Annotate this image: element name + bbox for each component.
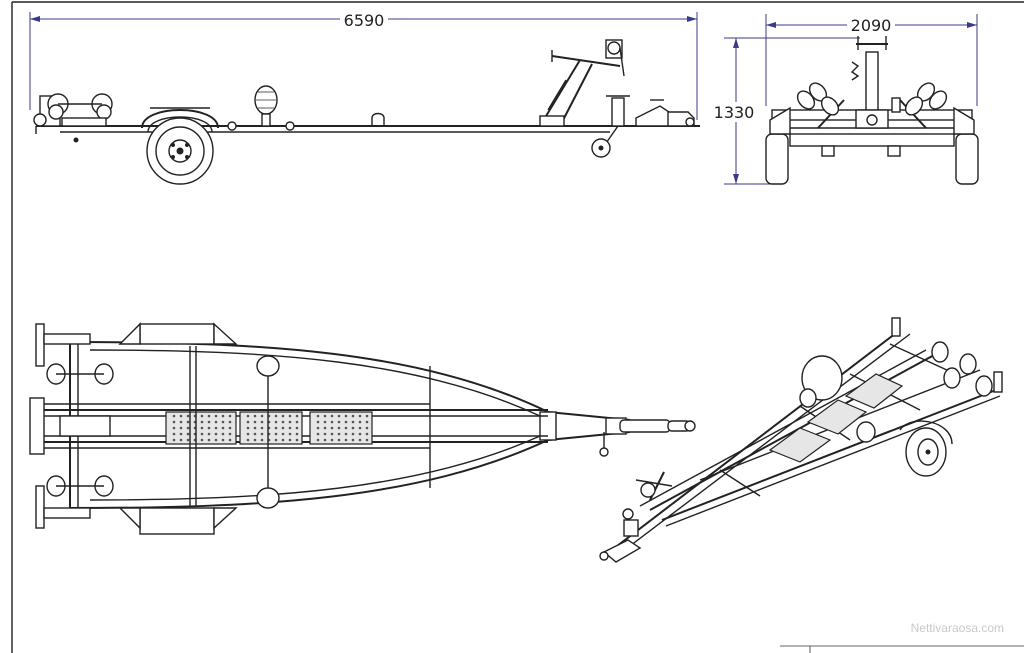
width-dimension-line — [765, 14, 978, 106]
isometric-view — [599, 317, 1003, 563]
front-right-rollers — [899, 82, 948, 129]
front-right-wheel — [955, 133, 979, 185]
length-dimension-label: 6590 — [344, 11, 385, 30]
side-wheel — [141, 107, 219, 185]
iso-rollers — [799, 317, 1003, 443]
page-frame — [11, 1, 1024, 653]
side-mount-bracket — [371, 112, 385, 126]
top-mid-rollers — [256, 355, 280, 509]
width-dimension-label: 2090 — [851, 16, 892, 35]
top-cross-members — [189, 346, 431, 506]
top-outer-rails — [69, 341, 549, 509]
side-tow-coupling — [635, 99, 695, 127]
front-left-wheel — [765, 133, 789, 185]
top-rear-rollers — [46, 363, 114, 497]
iso-wheels — [801, 355, 953, 477]
front-winch-post — [850, 36, 901, 129]
iso-walkboards — [768, 373, 904, 463]
side-middle-roller — [227, 85, 295, 131]
side-rear-rollers — [33, 93, 113, 143]
top-view — [29, 322, 696, 535]
top-rear-end — [29, 323, 111, 529]
side-winch-post — [539, 39, 625, 127]
height-dimension-label: 1330 — [714, 103, 755, 122]
top-drawbar — [539, 411, 696, 457]
side-view: 6590 — [29, 9, 700, 185]
front-left-rollers — [796, 82, 845, 129]
side-jockey-wheel — [591, 95, 630, 158]
iso-winch-coupling — [599, 471, 673, 563]
side-main-beam — [35, 125, 700, 134]
front-view: 2090 1330 — [712, 14, 979, 185]
top-fenders — [118, 322, 238, 535]
watermark-text: Nettivaraosa.com — [911, 621, 1004, 635]
top-walkboards — [165, 411, 373, 445]
